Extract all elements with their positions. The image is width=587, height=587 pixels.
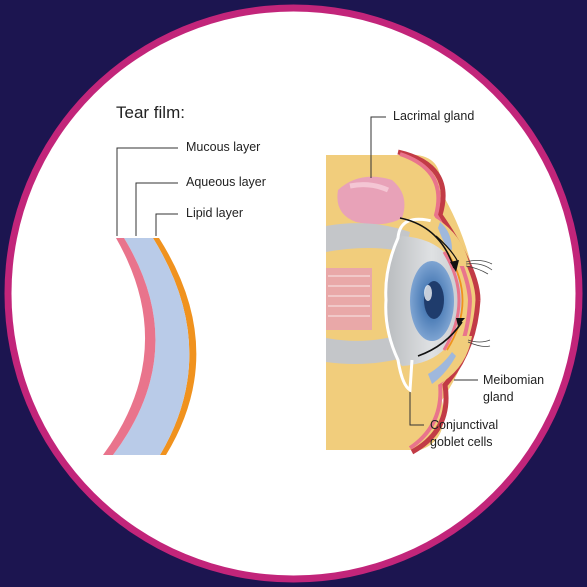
goblet-cells-label-line2: goblet cells xyxy=(430,435,493,450)
tear-film-title: Tear film: xyxy=(116,103,185,123)
aqueous-layer-label: Aqueous layer xyxy=(186,175,266,190)
lacrimal-gland-label: Lacrimal gland xyxy=(393,109,474,124)
lipid-layer-label: Lipid layer xyxy=(186,206,243,221)
circle-frame-icon xyxy=(5,5,583,583)
mucous-layer-label: Mucous layer xyxy=(186,140,260,155)
meibomian-gland-label-line1: Meibomian xyxy=(483,373,544,388)
goblet-cells-label-line1: Conjunctival xyxy=(430,418,498,433)
meibomian-gland-label-line2: gland xyxy=(483,390,514,405)
